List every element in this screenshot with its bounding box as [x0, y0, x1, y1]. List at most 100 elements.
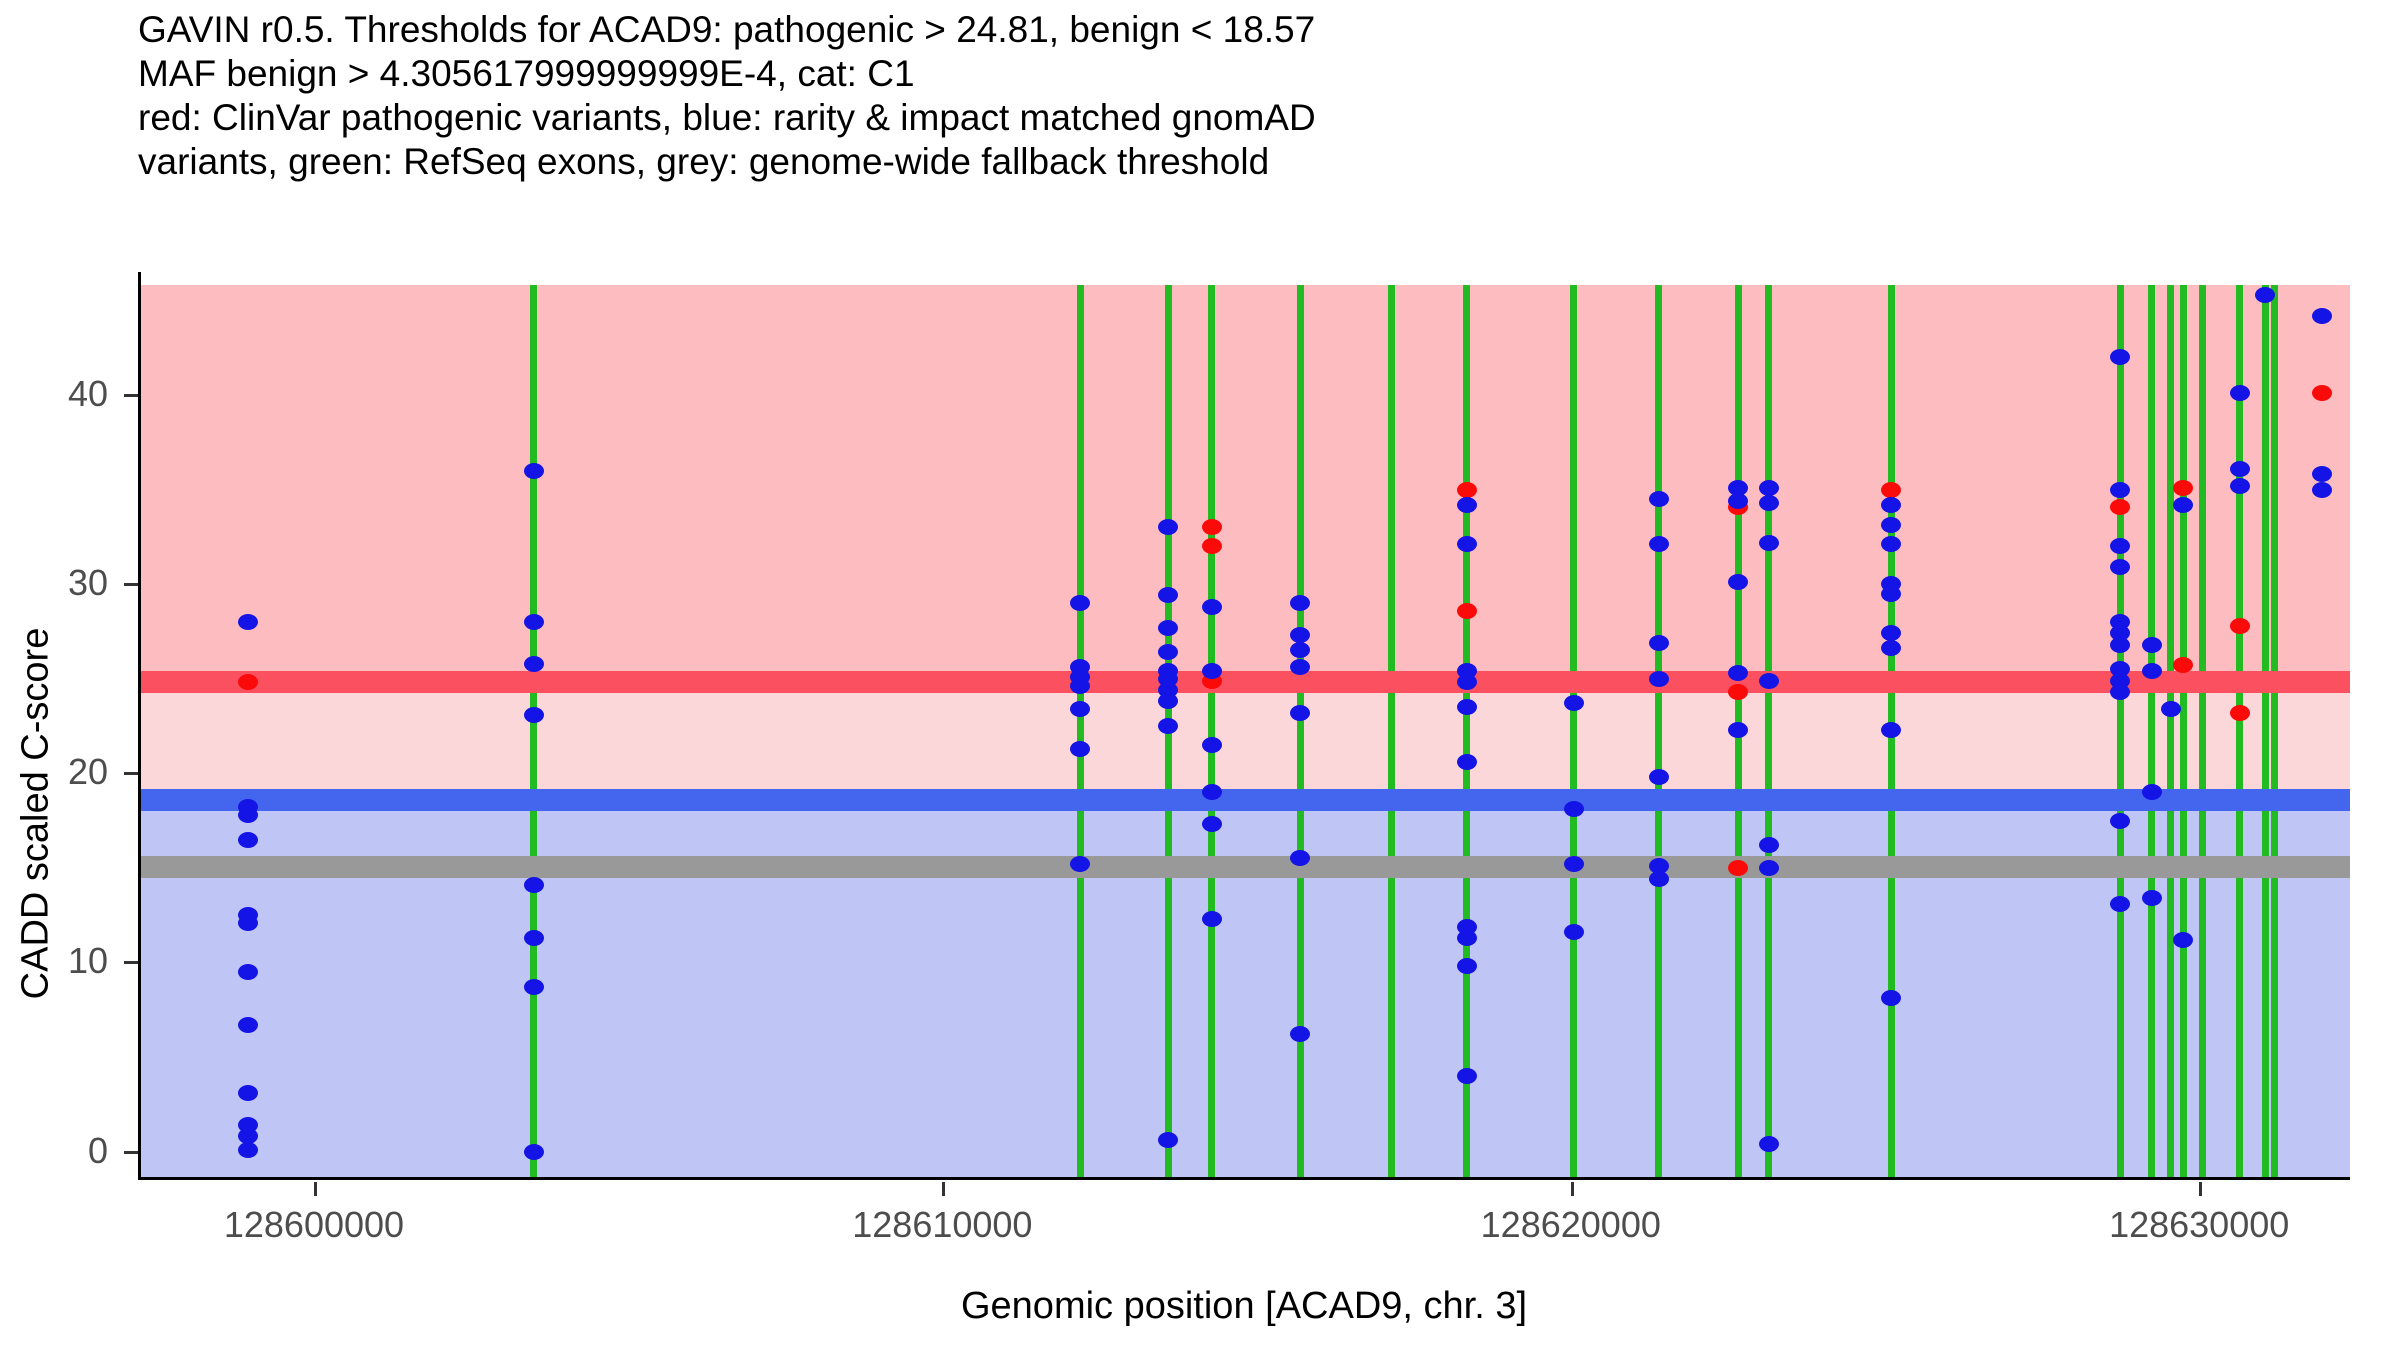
legend-line-exons: variants, green: RefSeq exons, grey: gen…: [138, 141, 1270, 182]
data-point-blue: [1070, 678, 1091, 695]
plot-area: [138, 272, 2350, 1180]
exon-line: [1076, 285, 1084, 1177]
data-point-blue: [1158, 587, 1179, 604]
data-point-blue: [1158, 693, 1179, 710]
data-point-blue: [1456, 699, 1477, 716]
x-tick-mark: [313, 1182, 317, 1196]
threshold-line-benign: [141, 789, 2350, 812]
data-point-blue: [1456, 753, 1477, 770]
y-tick-label: 0: [87, 1129, 108, 1171]
data-point-blue: [1201, 910, 1222, 927]
y-tick-mark: [124, 393, 138, 397]
data-point-blue: [2141, 784, 2162, 801]
data-point-blue: [1758, 837, 1779, 854]
data-point-blue: [1563, 856, 1584, 873]
data-point-blue: [1881, 640, 1902, 657]
data-point-blue: [2229, 385, 2250, 402]
exon-line: [2198, 285, 2206, 1177]
data-point-blue: [1758, 534, 1779, 551]
data-point-blue: [523, 979, 544, 996]
data-point-blue: [237, 1128, 258, 1145]
x-tick-label: 128630000: [2109, 1204, 2290, 1245]
data-point-blue: [2110, 636, 2131, 653]
data-point-blue: [523, 929, 544, 946]
exon-line: [530, 285, 538, 1177]
data-point-blue: [1290, 1026, 1311, 1043]
data-point-blue: [237, 613, 258, 630]
data-point-blue: [1758, 479, 1779, 496]
data-point-blue: [1070, 740, 1091, 757]
exon-line: [2167, 285, 2175, 1177]
data-point-blue: [1158, 718, 1179, 734]
data-point-blue: [237, 914, 258, 931]
data-point-blue: [2110, 481, 2131, 498]
data-point-blue: [2311, 307, 2332, 324]
data-point-blue: [523, 876, 544, 893]
title-line-1: GAVIN r0.5. Thresholds for ACAD9: pathog…: [138, 9, 1316, 50]
data-point-blue: [1456, 929, 1477, 946]
x-tick-mark: [942, 1182, 946, 1196]
data-point-blue: [1563, 924, 1584, 941]
data-point-red: [2229, 617, 2250, 634]
band-intermediate: [141, 682, 2350, 801]
data-point-blue: [2229, 460, 2250, 477]
data-point-blue: [1456, 674, 1477, 691]
data-point-blue: [1456, 536, 1477, 553]
data-point-blue: [2141, 663, 2162, 680]
data-point-blue: [1201, 663, 1222, 680]
y-tick-mark: [124, 772, 138, 776]
data-point-blue: [1728, 479, 1749, 496]
data-point-red: [2110, 498, 2131, 515]
data-point-blue: [1456, 496, 1477, 513]
plot-panel: [141, 272, 2350, 1177]
exon-line: [1655, 285, 1663, 1177]
data-point-red: [1456, 481, 1477, 498]
x-tick-label: 128610000: [852, 1204, 1033, 1245]
data-point-blue: [1290, 659, 1311, 676]
data-point-blue: [523, 613, 544, 630]
exon-line: [1463, 285, 1471, 1177]
data-point-red: [2229, 704, 2250, 721]
x-tick-mark: [1570, 1182, 1574, 1196]
y-tick-label: 20: [67, 751, 108, 793]
threshold-line-pathogenic: [141, 671, 2350, 694]
data-point-blue: [1201, 598, 1222, 615]
data-point-blue: [237, 963, 258, 980]
data-point-blue: [1158, 644, 1179, 661]
data-point-blue: [1158, 619, 1179, 636]
data-point-blue: [1290, 642, 1311, 659]
exon-line: [1570, 285, 1578, 1177]
data-point-blue: [1758, 494, 1779, 511]
data-point-blue: [1648, 857, 1669, 874]
data-point-blue: [523, 462, 544, 479]
data-point-blue: [1070, 700, 1091, 717]
data-point-blue: [1881, 721, 1902, 738]
data-point-blue: [1290, 704, 1311, 721]
data-point-red: [1201, 519, 1222, 536]
exon-line: [2270, 285, 2278, 1177]
data-point-blue: [237, 1016, 258, 1033]
data-point-blue: [2110, 349, 2131, 366]
y-tick-mark: [124, 961, 138, 965]
data-point-blue: [237, 831, 258, 848]
data-point-blue: [237, 806, 258, 823]
data-point-blue: [1201, 784, 1222, 801]
exon-line: [2261, 285, 2269, 1177]
exon-line: [2179, 285, 2187, 1177]
data-point-blue: [1158, 1132, 1179, 1149]
exon-line: [1296, 285, 1304, 1177]
x-axis-title: Genomic position [ACAD9, chr. 3]: [960, 1285, 1528, 1327]
data-point-blue: [1290, 627, 1311, 644]
data-point-blue: [1728, 492, 1749, 509]
data-point-blue: [2255, 286, 2276, 303]
data-point-red: [1728, 683, 1749, 700]
data-point-blue: [1290, 595, 1311, 612]
data-point-red: [1201, 538, 1222, 555]
x-tick-label: 128620000: [1480, 1204, 1661, 1245]
data-point-blue: [1648, 769, 1669, 786]
y-tick-mark: [124, 1150, 138, 1154]
data-point-blue: [2110, 895, 2131, 912]
exon-line: [2116, 285, 2124, 1177]
data-point-blue: [1881, 517, 1902, 534]
data-point-blue: [2229, 477, 2250, 494]
